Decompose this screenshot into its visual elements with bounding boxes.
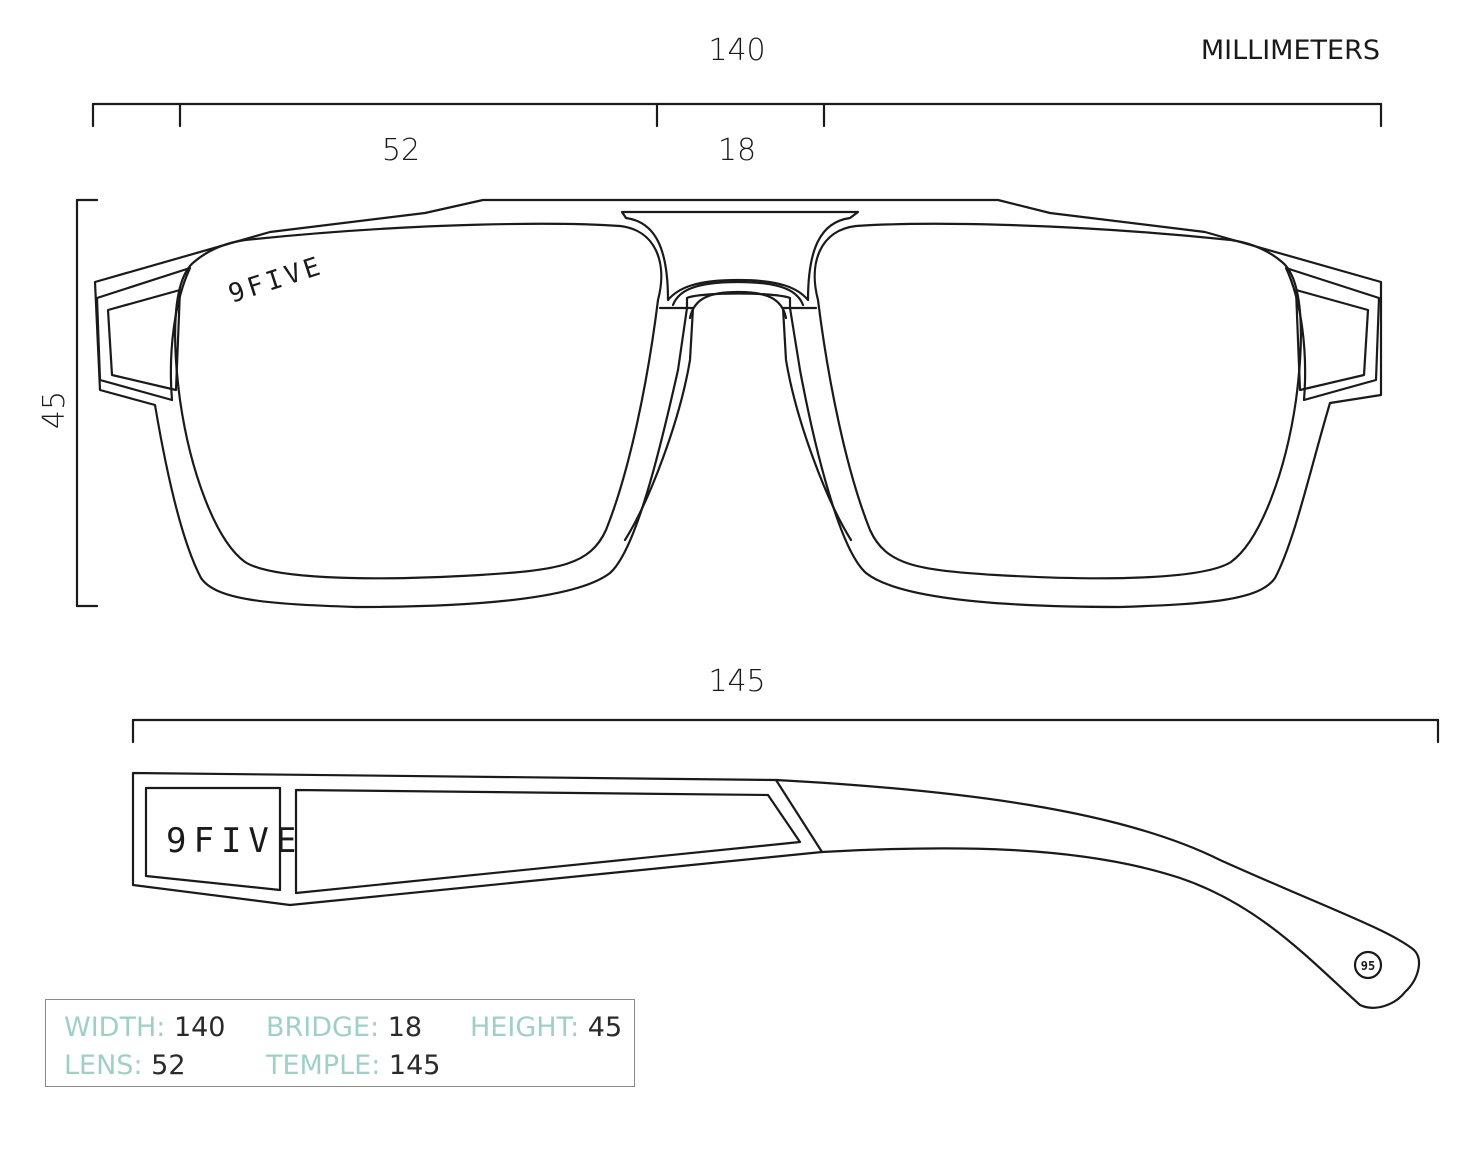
right-hinge — [1284, 266, 1381, 402]
left-nose-pad — [623, 306, 695, 542]
spec-height-label: HEIGHT: — [470, 1012, 580, 1043]
temple-dimension-line — [131, 718, 1440, 744]
spec-bridge-label: BRIDGE: — [266, 1012, 380, 1043]
temple-brand-logo: 9FIVE — [166, 821, 303, 861]
right-lens — [813, 222, 1302, 580]
spec-temple: TEMPLE: 145 — [266, 1050, 440, 1081]
lens-width-label: 52 — [382, 133, 420, 168]
spec-width-label: WIDTH: — [64, 1012, 166, 1043]
temple-window — [294, 788, 802, 895]
temple-outline — [131, 771, 1421, 1009]
tip-logo-circle — [1353, 950, 1383, 980]
spec-width: WIDTH: 140 — [64, 1012, 225, 1043]
spec-bridge-value: 18 — [387, 1012, 423, 1043]
lens-brand-logo: 9FIVE — [225, 251, 328, 310]
bridge-width-label: 18 — [718, 133, 756, 168]
right-nose-pad — [781, 306, 853, 542]
units-label: MILLIMETERS — [1201, 35, 1380, 66]
spec-bridge: BRIDGE: 18 — [266, 1012, 422, 1043]
spec-temple-value: 145 — [388, 1050, 441, 1081]
temple-arm-side-view: 9FIVE 95 — [131, 771, 1421, 1009]
width-dimension-line — [91, 102, 1383, 128]
lens-height-label: 45 — [37, 391, 72, 429]
height-dimension-line — [75, 198, 99, 608]
total-width-label: 140 — [708, 33, 765, 68]
spec-lens: LENS: 52 — [64, 1050, 186, 1081]
spec-lens-label: LENS: — [64, 1050, 143, 1081]
glasses-front-view: 9FIVE — [93, 198, 1383, 609]
temple-logo-panel — [144, 786, 282, 892]
left-hinge — [95, 266, 192, 402]
spec-height-value: 45 — [587, 1012, 623, 1043]
bridge-top-bar — [620, 210, 860, 302]
tip-brand-logo: 95 — [1361, 959, 1375, 973]
spec-height: HEIGHT: 45 — [470, 1012, 622, 1043]
spec-summary-box: WIDTH: 140 BRIDGE: 18 HEIGHT: 45 LENS: 5… — [45, 999, 635, 1087]
front-frame-outline — [93, 198, 1383, 609]
nose-bridge — [671, 280, 805, 307]
spec-lens-value: 52 — [151, 1050, 186, 1081]
temple-length-label: 145 — [708, 664, 765, 699]
spec-temple-label: TEMPLE: — [266, 1050, 381, 1081]
spec-width-value: 140 — [173, 1012, 226, 1043]
